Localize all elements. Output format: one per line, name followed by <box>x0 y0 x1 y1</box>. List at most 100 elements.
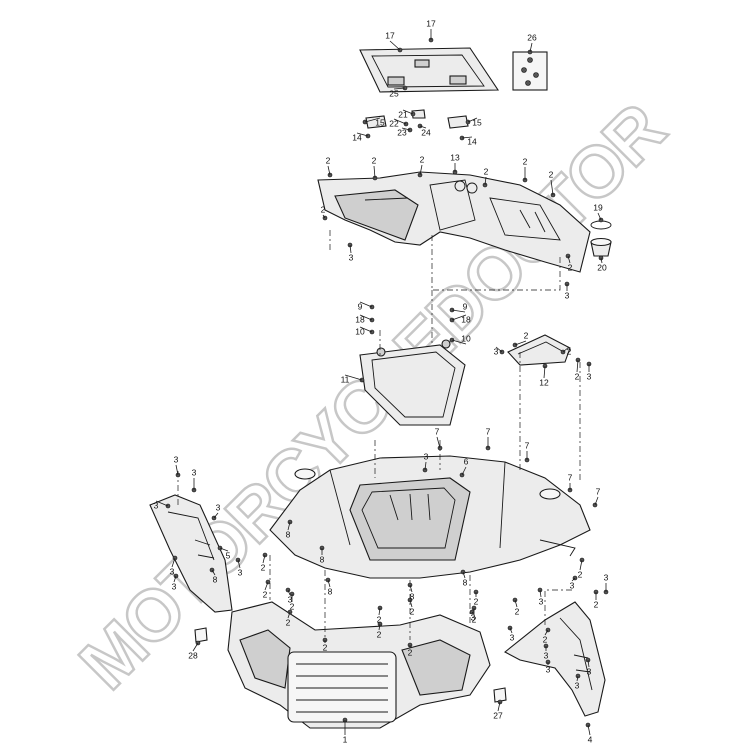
callout-label-8: 8 <box>320 554 325 564</box>
leader-line-11 <box>344 374 363 381</box>
leader-line-2 <box>378 623 381 631</box>
leader-line-8 <box>327 579 331 588</box>
leader-line-2 <box>287 611 291 619</box>
callout-label-19: 19 <box>593 202 603 212</box>
callout-label-18: 18 <box>355 314 365 324</box>
callout-label-10: 10 <box>355 326 365 336</box>
leader-line-3 <box>471 611 474 614</box>
callout-label-3: 3 <box>494 346 499 356</box>
leader-line-8 <box>462 571 466 579</box>
leader-line-14 <box>356 132 369 137</box>
leader-line-2 <box>514 340 527 346</box>
leader-line-2 <box>264 581 269 591</box>
leader-line-3 <box>576 675 579 682</box>
callout-label-8: 8 <box>410 591 415 601</box>
leader-line-20 <box>600 257 603 264</box>
leader-line-18 <box>451 314 467 321</box>
leader-line-7 <box>436 436 441 449</box>
label-tag-28 <box>194 627 208 643</box>
leader-line-6 <box>461 466 467 476</box>
leader-line-2 <box>262 554 266 564</box>
callout-label-3: 3 <box>471 612 476 622</box>
leader-line-3 <box>175 464 179 476</box>
leader-line-8 <box>287 521 291 531</box>
callout-label-3: 3 <box>544 650 549 660</box>
hardware-kit <box>512 51 548 91</box>
leader-line-22 <box>393 118 407 125</box>
callout-label-2: 2 <box>549 169 554 179</box>
leader-line-3 <box>155 500 169 507</box>
leader-line-2 <box>419 164 423 176</box>
callout-label-17: 17 <box>385 30 395 40</box>
callout-label-20: 20 <box>597 262 607 272</box>
callout-label-2: 2 <box>484 166 489 176</box>
callout-label-2: 2 <box>472 614 477 624</box>
callout-label-15: 15 <box>472 117 482 127</box>
callout-label-2: 2 <box>524 330 529 340</box>
callout-label-11: 11 <box>341 374 350 384</box>
leader-line-3 <box>495 346 503 353</box>
leader-line-2 <box>322 214 326 219</box>
leader-line-3 <box>509 627 513 634</box>
callout-label-3: 3 <box>170 566 175 576</box>
glovebox-lid <box>359 47 500 93</box>
callout-label-3: 3 <box>565 290 570 300</box>
callout-label-14: 14 <box>467 136 477 146</box>
callout-label-3: 3 <box>570 580 575 590</box>
right-front-mudguard <box>504 601 606 717</box>
callout-label-2: 2 <box>568 262 573 272</box>
callout-label-15: 15 <box>375 117 385 127</box>
callout-label-3: 3 <box>192 467 197 477</box>
leader-line-12 <box>543 365 546 379</box>
callout-label-14: 14 <box>352 132 362 142</box>
callout-label-3: 3 <box>288 594 293 604</box>
callout-label-10: 10 <box>461 333 471 343</box>
leader-line-9 <box>359 301 373 308</box>
callout-label-2: 2 <box>578 569 583 579</box>
callout-label-2: 2 <box>543 634 548 644</box>
callout-label-2: 2 <box>420 154 425 164</box>
callout-label-26: 26 <box>527 32 537 42</box>
leader-line-3 <box>237 559 241 569</box>
leader-line-21 <box>402 109 414 115</box>
callout-label-18: 18 <box>461 314 471 324</box>
callout-label-2: 2 <box>261 562 266 572</box>
leader-line-27 <box>497 701 501 712</box>
cup-holder <box>590 237 612 257</box>
callout-label-7: 7 <box>596 486 601 496</box>
callout-label-2: 2 <box>408 647 413 657</box>
leader-line-9 <box>451 309 466 313</box>
callout-label-3: 3 <box>349 252 354 262</box>
callout-label-2: 2 <box>567 346 572 356</box>
callout-label-2: 2 <box>523 156 528 166</box>
bracket-left <box>365 115 387 129</box>
callout-label-2: 2 <box>263 589 268 599</box>
callout-label-2: 2 <box>286 617 291 627</box>
dashboard-panel <box>317 171 591 273</box>
callout-label-3: 3 <box>172 581 177 591</box>
leader-line-2 <box>579 559 583 571</box>
storage-lid <box>359 339 466 426</box>
leader-line-10 <box>359 326 373 333</box>
callout-label-8: 8 <box>213 574 218 584</box>
callout-label-2: 2 <box>575 371 580 381</box>
leader-line-2 <box>562 346 570 353</box>
leader-line-19 <box>597 212 602 221</box>
small-cover <box>507 334 571 366</box>
callout-label-3: 3 <box>424 451 429 461</box>
callout-label-27: 27 <box>493 710 503 720</box>
callout-label-13: 13 <box>450 152 460 162</box>
callout-label-2: 2 <box>372 155 377 165</box>
leader-line-3 <box>539 589 542 598</box>
callout-label-3: 3 <box>604 572 609 582</box>
leader-line-23 <box>401 127 411 131</box>
callout-label-5: 5 <box>226 550 231 560</box>
callout-label-3: 3 <box>238 567 243 577</box>
leader-line-2 <box>373 165 376 179</box>
leader-line-7 <box>594 496 599 506</box>
leader-line-2 <box>576 359 579 373</box>
callout-label-2: 2 <box>326 155 331 165</box>
leader-line-3 <box>424 461 427 471</box>
